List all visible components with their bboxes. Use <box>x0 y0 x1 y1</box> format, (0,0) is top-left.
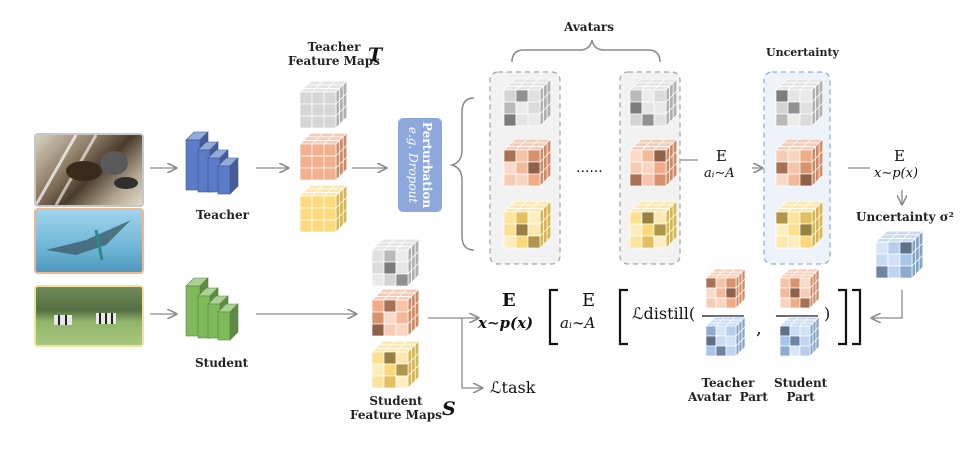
student-cube-orange <box>371 288 420 337</box>
formula-close: ) <box>824 304 831 323</box>
zebras-photo-icon <box>54 313 116 325</box>
avatars-left-brace <box>449 97 475 251</box>
avatars-label: Avatars <box>564 20 614 34</box>
teacher-cube-gray <box>299 80 348 129</box>
perturbation-label: Perturbation <box>420 121 434 209</box>
student-label: Student <box>195 356 249 370</box>
teacher-symbol: T <box>368 44 383 66</box>
avatarn-cube-yellow <box>629 200 678 249</box>
arrow-sigma-formula <box>872 290 903 318</box>
student-cube-gray <box>371 238 420 287</box>
formula-teacher-cube-orange <box>705 268 746 309</box>
dogs-photo-icon <box>36 135 138 205</box>
student-symbol: S <box>442 398 456 420</box>
formula-outer-expect: E <box>502 290 516 311</box>
input-image-zebras <box>34 285 144 347</box>
dots: ...... <box>576 160 603 176</box>
teacher-label: Teacher <box>196 208 249 222</box>
avatars-top-brace <box>511 39 661 63</box>
formula-outer-sub: x∼p(x) <box>478 314 534 332</box>
teacher-network <box>185 131 239 195</box>
uncertainty-cube-yellow <box>775 200 824 249</box>
avatarn-cube-orange <box>629 138 678 187</box>
student-cube-yellow <box>371 340 420 389</box>
formula-teacher-cube-blue <box>705 316 746 357</box>
expect-x-symbol: E <box>894 147 905 165</box>
avatarn-cube-gray <box>629 78 678 127</box>
input-image-dogs <box>34 133 144 207</box>
student-feature-maps-label: Student Feature Maps <box>350 394 442 422</box>
uncertainty-cube-orange <box>775 138 824 187</box>
formula-comma: , <box>756 318 762 339</box>
arrow-student-task <box>461 318 482 388</box>
formula-loss: ℒdistill( <box>632 304 696 323</box>
formula-student-cube-orange <box>779 268 820 309</box>
formula-inner-sub: aᵢ∼A <box>560 314 596 332</box>
expect-ai-sub: aᵢ∼A <box>704 166 735 181</box>
student-network <box>185 277 239 341</box>
avatar1-cube-gray <box>503 78 552 127</box>
avatar1-cube-orange <box>503 138 552 187</box>
teacher-avatar-part-label: Teacher Avatar Part <box>688 376 768 404</box>
teacher-cube-orange <box>299 132 348 181</box>
teacher-cube-yellow <box>299 184 348 233</box>
perturbation-example: e.g. Dropout <box>406 126 420 204</box>
input-image-avatar <box>34 208 144 274</box>
uncertainty-sigma-label: Uncertainty σ² <box>856 210 954 224</box>
sigma-cube-blue <box>875 230 924 279</box>
formula-student-cube-blue <box>779 316 820 357</box>
expect-x-sub: x∼p(x) <box>874 166 919 181</box>
loss-task: ℒtask <box>490 378 536 397</box>
teacher-feature-maps-label: Teacher Feature Maps <box>288 40 380 68</box>
formula-brackets <box>548 288 862 346</box>
uncertainty-label: Uncertainty <box>766 46 839 59</box>
uncertainty-cube-gray <box>775 78 824 127</box>
formula-inner-expect: E <box>582 290 596 311</box>
avatar1-cube-yellow <box>503 200 552 249</box>
flying-creature-icon <box>46 220 131 261</box>
expect-ai-symbol: E <box>716 147 727 165</box>
student-part-label: Student Part <box>774 376 828 404</box>
